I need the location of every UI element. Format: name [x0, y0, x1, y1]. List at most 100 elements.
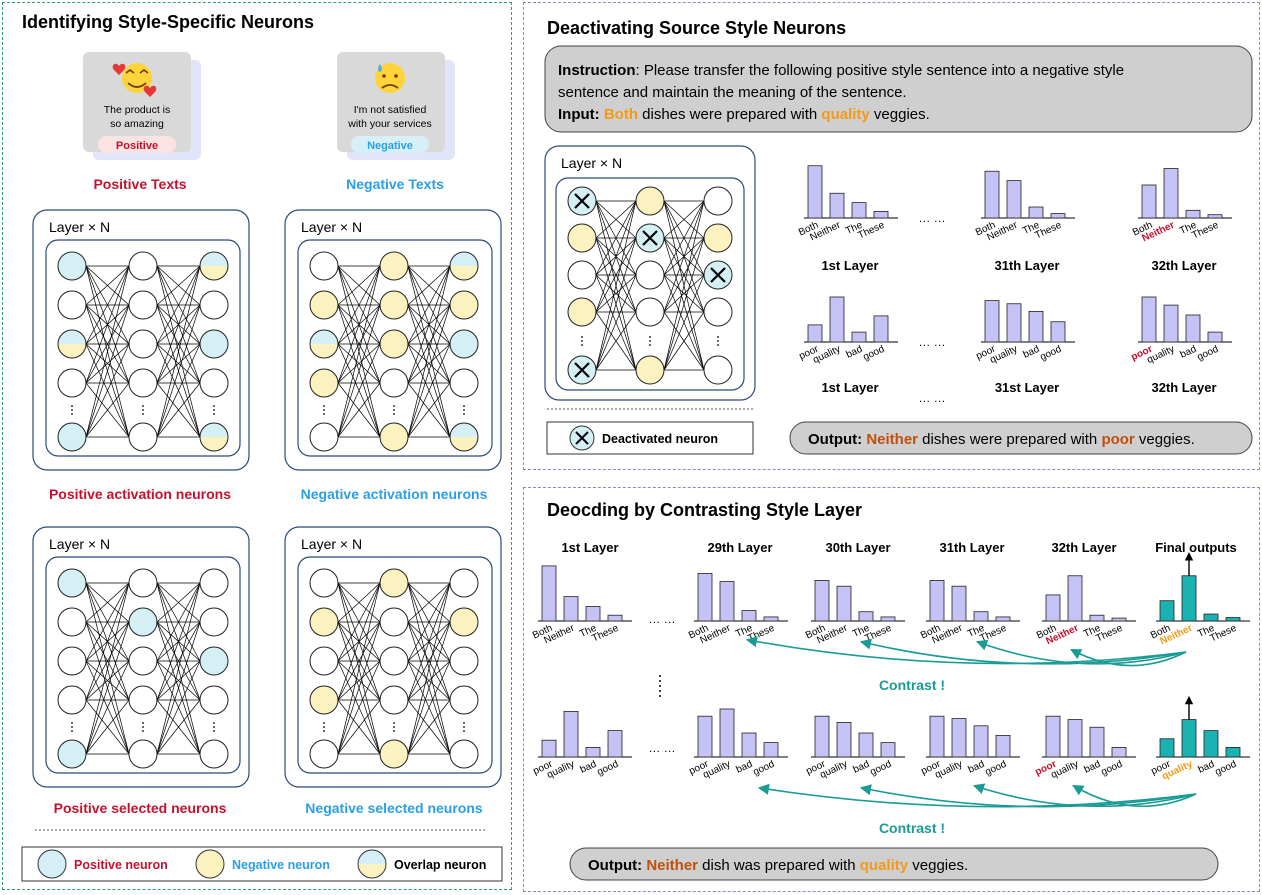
connection-line: [337, 582, 381, 701]
neuron: [57, 646, 87, 676]
chart-bar: [1181, 719, 1197, 758]
connection-line: [595, 237, 637, 371]
neural-net: Layer × N: [284, 209, 502, 471]
connection-line: [85, 699, 130, 755]
neuron: [309, 290, 339, 320]
contrast-arrow: [859, 638, 1187, 665]
ellipsis-dot: [323, 730, 325, 732]
chart-bar: [1050, 213, 1066, 219]
deactivated-x-icon: [575, 431, 589, 445]
chart-bar: [1203, 613, 1219, 622]
connection-line: [595, 200, 637, 371]
chart-bar: [697, 573, 713, 622]
tick-label: good: [1195, 344, 1220, 363]
ellipsis-dot: [142, 730, 144, 732]
chart-bar: [741, 732, 757, 758]
chart-bar: [1050, 321, 1066, 343]
layer-label: Layer × N: [49, 536, 110, 552]
neuron: [309, 646, 339, 676]
column-header: 32th Layer: [1051, 540, 1116, 555]
chart-bar: [607, 730, 623, 758]
ellipsis-dot: [463, 409, 465, 411]
connection-line: [407, 265, 451, 384]
chart-bar: [1028, 206, 1044, 219]
connection-line: [595, 311, 637, 371]
negative-texts-label: Negative Texts: [346, 176, 444, 192]
neuron: [449, 422, 479, 452]
neuron: [379, 607, 409, 637]
neuron: [635, 355, 665, 385]
chart-bar: [1006, 303, 1022, 343]
chart-bar: [851, 331, 867, 343]
column-header: 31th Layer: [939, 540, 1004, 555]
ellipsis-top-1: … …: [918, 211, 945, 225]
chart-bar: [836, 722, 852, 758]
layer-title: 32th Layer: [1151, 380, 1216, 395]
ellipsis-dot: [71, 409, 73, 411]
chart-bar: [1141, 296, 1157, 343]
neuron: [128, 568, 158, 598]
ellipsis-dot: [463, 726, 465, 728]
connection-line: [595, 274, 637, 371]
neuron-legend: Positive neuron Negative neuron Overlap …: [21, 846, 503, 882]
neuron: [379, 329, 409, 359]
chart-bar: [951, 718, 967, 758]
ellipsis-top-2: … …: [918, 335, 945, 349]
connection-line: [407, 582, 451, 755]
negative-activation-label: Negative activation neurons: [301, 486, 488, 502]
connection-line: [156, 582, 201, 755]
connection-line: [663, 237, 705, 313]
output-box-top: [789, 421, 1253, 455]
connection-line: [156, 265, 201, 384]
chart-bar: [829, 296, 845, 343]
ellipsis-dot: [213, 726, 215, 728]
column-header: 1st Layer: [561, 540, 618, 555]
overlap-neuron-swatch: [357, 849, 387, 879]
connection-line: [595, 200, 637, 276]
neural-net: Layer × N: [284, 526, 502, 788]
connection-line: [663, 200, 705, 239]
connection-line: [156, 343, 201, 384]
positive-selected-label: Positive selected neurons: [54, 800, 227, 816]
neuron: [57, 568, 87, 598]
connection-line: [407, 699, 451, 755]
connection-line: [663, 200, 705, 313]
legend-negative: Negative neuron: [232, 858, 330, 872]
deactivated-x-icon: [642, 230, 658, 246]
connection-line: [337, 265, 381, 384]
deactivated-x-icon: [574, 193, 590, 209]
chart-bar: [763, 742, 779, 758]
right-top-panel: [523, 2, 1260, 470]
connection-line: [663, 274, 705, 371]
chart-bar: [858, 732, 874, 758]
neuron: [309, 329, 339, 359]
chart-bar: [814, 715, 830, 758]
chart-bar: [1163, 168, 1179, 219]
negative-card-text-1: I'm not satisfied: [354, 104, 427, 116]
connection-line: [337, 660, 381, 701]
ellipsis-dot: [581, 336, 583, 338]
chart-bar: [719, 708, 735, 758]
connection-line: [337, 582, 381, 623]
ellipsis-dot: [463, 730, 465, 732]
tick-label: good: [861, 344, 886, 363]
ellipsis-dot: [142, 409, 144, 411]
connection-line: [595, 200, 637, 313]
neuron: [199, 739, 229, 769]
ellipsis-dot: [717, 344, 719, 346]
connection-line: [85, 660, 130, 701]
chart-bar: [1163, 304, 1179, 343]
ellipsis-dot: [142, 405, 144, 407]
contrast-arrow: [757, 783, 1197, 808]
connection-line: [337, 699, 381, 755]
connection-line: [337, 582, 381, 662]
tick-label: good: [751, 759, 776, 778]
contrast-label-2: Contrast !: [879, 820, 945, 836]
contrast-arrow: [859, 784, 1197, 808]
neuron: [635, 297, 665, 327]
